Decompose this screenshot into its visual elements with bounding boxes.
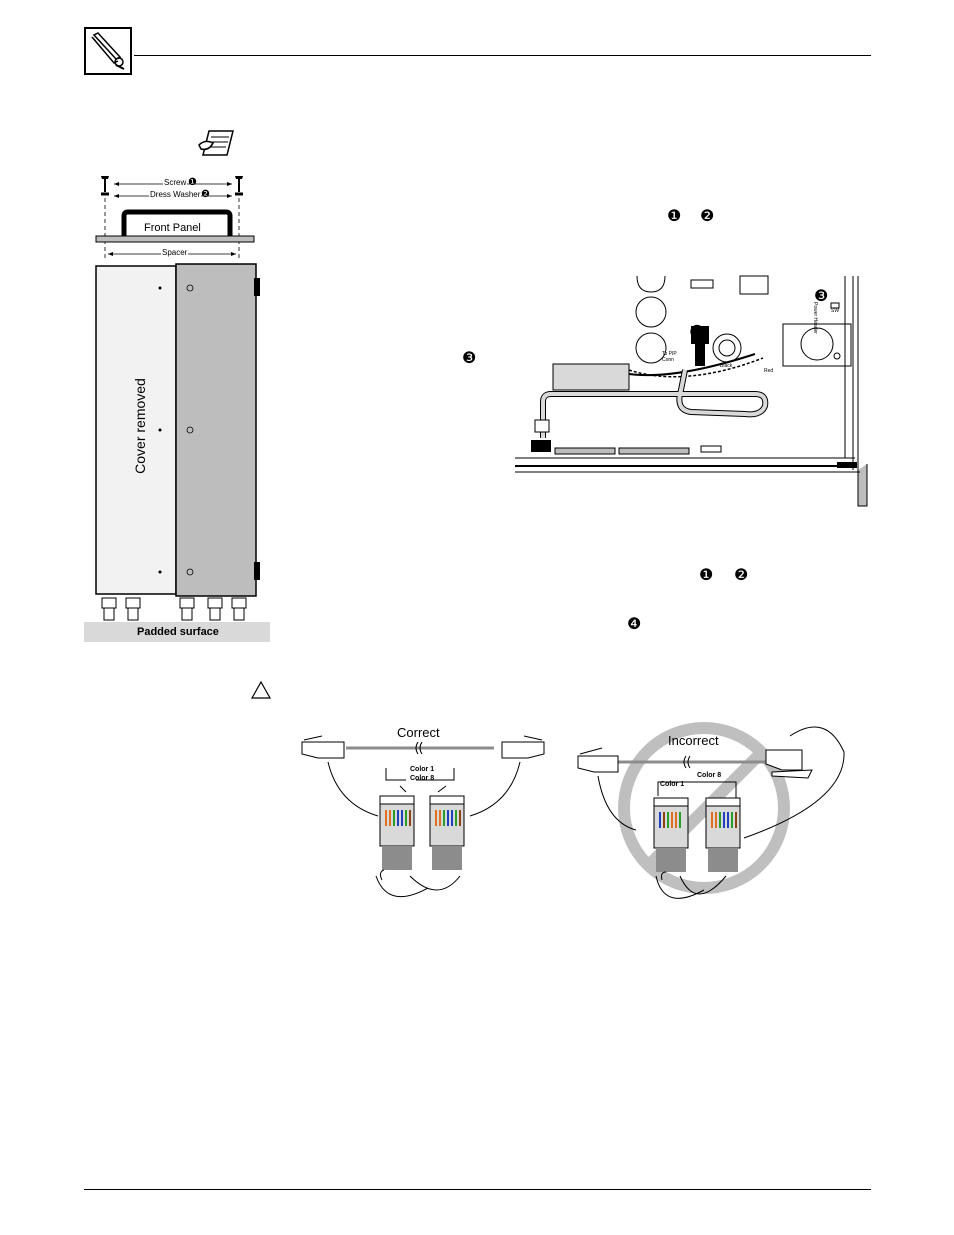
note-icon <box>195 127 237 159</box>
board-figure <box>515 270 875 510</box>
step-ref-2: ❷ <box>700 208 715 225</box>
correct-label: Correct <box>397 725 440 740</box>
washer-label: Dress Washer <box>149 190 202 199</box>
black-label: Black <box>720 363 733 369</box>
incorrect-color1-label: Color 1 <box>660 781 685 788</box>
step-ref-1: ❶ <box>667 208 682 225</box>
correct-color1-label: Color 1 <box>410 766 435 773</box>
caution-icon <box>250 680 272 700</box>
board-callout-3: ❸ <box>814 288 829 305</box>
sw-label: SW <box>831 308 840 314</box>
incorrect-color8-label: Color 8 <box>697 772 722 779</box>
cover-removed-label: Cover removed <box>132 378 148 474</box>
step-ref-2-lower: ❷ <box>734 567 749 584</box>
spacer-label: Spacer <box>161 248 189 257</box>
correct-color8-label: Color 8 <box>410 775 435 782</box>
screw-label: Screw <box>163 178 188 187</box>
screw-icon <box>101 176 243 196</box>
assembly-figure <box>84 170 274 645</box>
header-rule <box>134 55 871 56</box>
header-tool-icon <box>84 27 132 75</box>
red-label: Red <box>764 368 774 374</box>
front-panel-label: Front Panel <box>144 222 201 234</box>
step-ref-1-lower: ❶ <box>699 567 714 584</box>
step-ref-4-lower: ❹ <box>627 616 642 633</box>
board-callout-4: ❹ <box>689 322 706 342</box>
padded-surface-label: Padded surface <box>137 626 219 638</box>
screw-callout: ❶ <box>188 177 197 188</box>
incorrect-cable-diagram <box>576 712 854 914</box>
power-header-label: Power Header <box>812 302 818 334</box>
footer-rule <box>84 1189 871 1190</box>
washer-callout: ❷ <box>201 189 210 200</box>
incorrect-label: Incorrect <box>668 733 719 748</box>
step-ref-3: ❸ <box>462 350 477 367</box>
correct-cable-diagram <box>298 724 550 914</box>
to-pip-label: To PIP Conn <box>662 351 677 363</box>
